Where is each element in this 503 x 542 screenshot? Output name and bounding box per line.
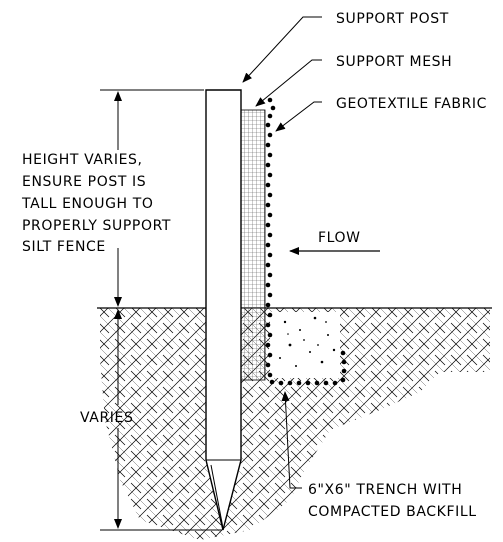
svg-text:TALL ENOUGH TO: TALL ENOUGH TO — [21, 196, 153, 212]
svg-text:ENSURE POST IS: ENSURE POST IS — [22, 174, 146, 190]
soil-hatching — [100, 308, 490, 540]
height-note: HEIGHT VARIES, ENSURE POST IS TALL ENOUG… — [21, 152, 171, 255]
support-post — [205, 89, 242, 531]
trench-leader — [281, 391, 302, 489]
svg-text:HEIGHT VARIES,: HEIGHT VARIES, — [22, 152, 143, 168]
support-post-leader — [242, 16, 322, 83]
geotextile-fabric-leader — [275, 101, 322, 132]
compacted-backfill — [270, 312, 340, 378]
geotextile-fabric — [265, 97, 347, 386]
support-mesh-label: SUPPORT MESH — [336, 54, 452, 70]
backfill-speckles — [279, 316, 336, 367]
svg-text:6"X6" TRENCH WITH: 6"X6" TRENCH WITH — [308, 482, 462, 498]
svg-text:COMPACTED BACKFILL: COMPACTED BACKFILL — [308, 504, 477, 520]
svg-text:SILT FENCE: SILT FENCE — [22, 239, 106, 255]
trench-note: 6"X6" TRENCH WITH COMPACTED BACKFILL — [308, 482, 477, 520]
varies-label: VARIES — [80, 410, 133, 426]
flow-label: FLOW — [318, 230, 361, 246]
geotextile-fabric-label: GEOTEXTILE FABRIC — [336, 96, 487, 112]
svg-text:PROPERLY SUPPORT: PROPERLY SUPPORT — [22, 218, 171, 234]
support-mesh — [240, 109, 266, 381]
support-post-label: SUPPORT POST — [336, 11, 449, 27]
support-mesh-leader — [255, 59, 322, 107]
